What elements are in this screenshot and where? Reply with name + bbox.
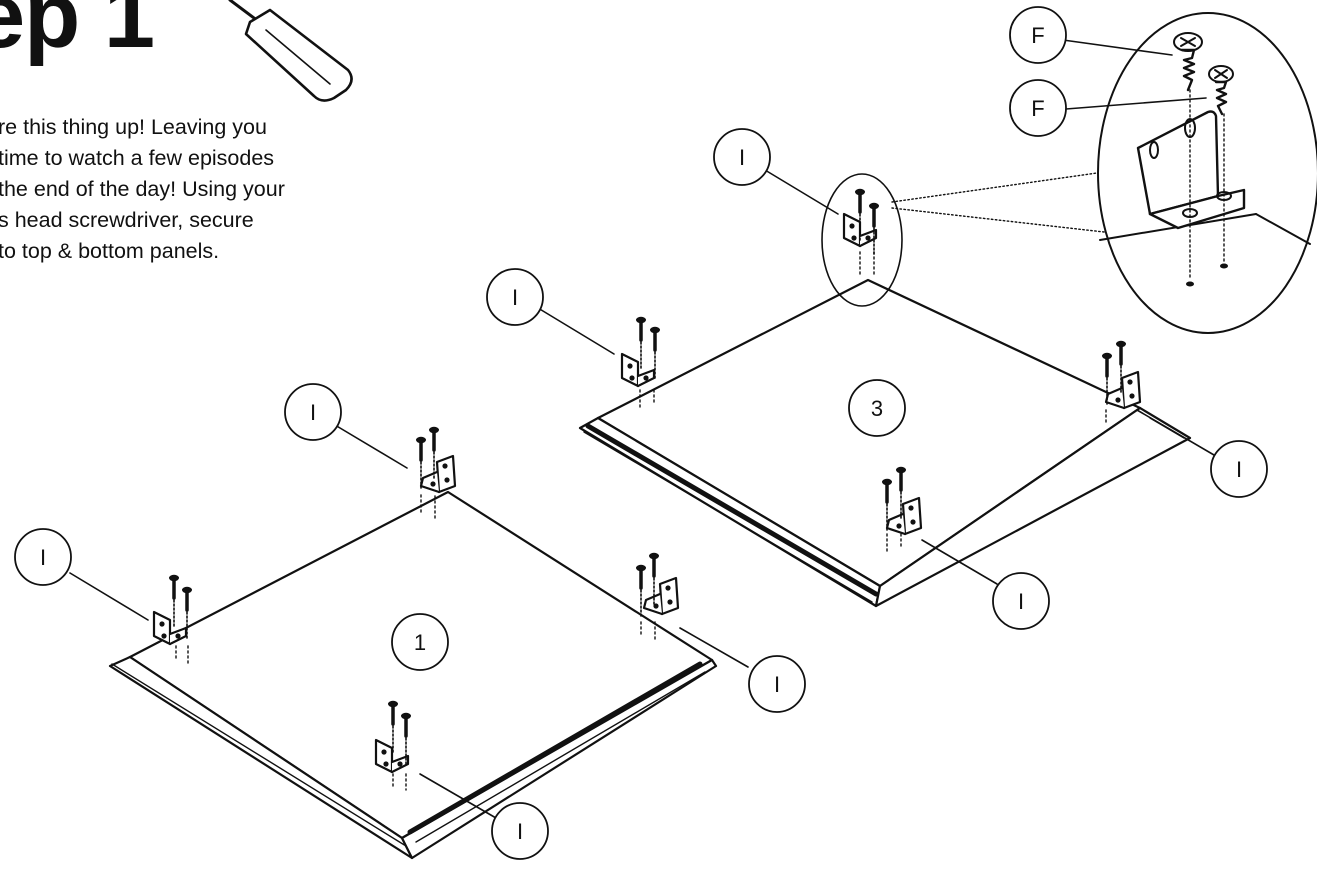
screw-icon: [634, 563, 648, 620]
callout-I: I: [486, 268, 544, 326]
bracket-group: [374, 699, 413, 791]
step-title: ep 1: [0, 0, 155, 67]
l-bracket-icon: [152, 610, 188, 646]
bracket-group: [842, 187, 881, 277]
bracket-group: [152, 573, 194, 665]
screw-icon: [867, 201, 881, 258]
callout-label: I: [40, 545, 46, 570]
callout-label: I: [1018, 589, 1024, 614]
panel-number: 1: [414, 630, 426, 655]
panel-3: [578, 278, 1192, 608]
callout-I: I: [992, 572, 1050, 630]
l-bracket-icon: [1104, 370, 1142, 410]
screw-icon: [1208, 65, 1234, 116]
detail-source-ellipse: [821, 173, 903, 307]
callout-F: F: [1009, 79, 1067, 137]
instruction-line: re this thing up! Leaving you: [0, 115, 267, 139]
callout-I: I: [491, 802, 549, 860]
detail-magnified: [1097, 12, 1317, 334]
callout-label: I: [739, 145, 745, 170]
callout-label: F: [1031, 96, 1044, 121]
callout-I: I: [284, 383, 342, 441]
callout-I: I: [748, 655, 806, 713]
callout-I: I: [1210, 440, 1268, 498]
panel-1: [108, 490, 718, 860]
callout-label: I: [517, 819, 523, 844]
instruction-line: time to watch a few episodes: [0, 146, 275, 170]
bracket-group: [880, 465, 923, 553]
l-bracket-icon: [620, 352, 656, 388]
screwdriver-icon: [228, 0, 353, 102]
l-bracket-icon: [419, 454, 457, 494]
bracket-group: [620, 315, 662, 411]
bracket-group: [634, 551, 680, 641]
panel-label-3: 3: [848, 379, 906, 437]
bracket-group: [1100, 339, 1142, 425]
screw-icon: [1173, 32, 1203, 92]
callout-I: I: [713, 128, 771, 186]
callout-label: I: [1236, 457, 1242, 482]
callout-I: I: [14, 528, 72, 586]
instruction-line: the end of the day! Using your: [0, 177, 285, 201]
panel-number: 3: [871, 396, 883, 421]
panel-label-1: 1: [391, 613, 449, 671]
instruction-line: to top & bottom panels.: [0, 239, 220, 263]
bracket-group: [414, 425, 457, 521]
instruction-line: s head screwdriver, secure: [0, 208, 254, 232]
callout-label: I: [774, 672, 780, 697]
callout-F: F: [1009, 6, 1067, 64]
l-bracket-icon: [642, 576, 680, 616]
callout-label: I: [512, 285, 518, 310]
callout-label: F: [1031, 23, 1044, 48]
instruction-text: re this thing up! Leaving you time to wa…: [0, 112, 438, 267]
callout-label: I: [310, 400, 316, 425]
